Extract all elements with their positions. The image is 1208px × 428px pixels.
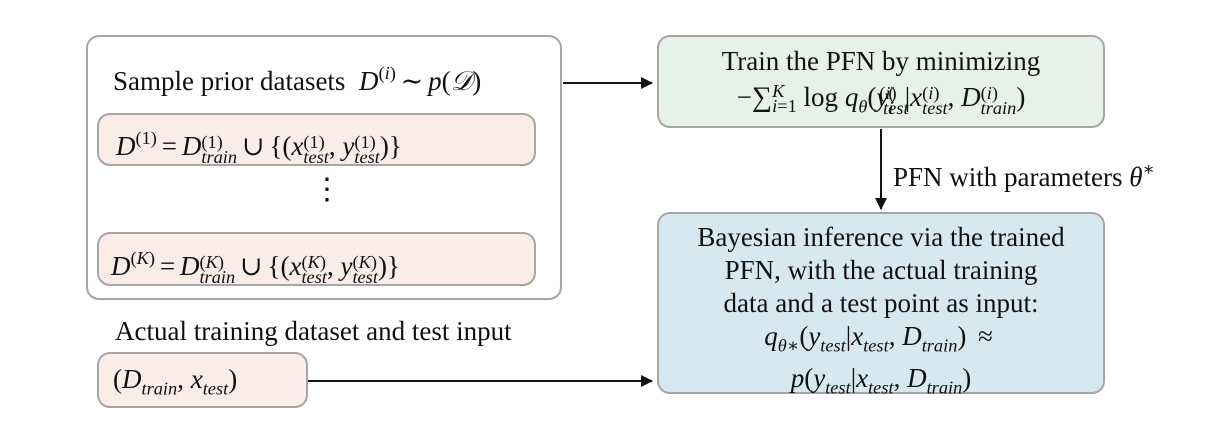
actual-data-label: Actual training dataset and test input: [115, 316, 512, 346]
inference-approx-rhs: p(ytest|xtest, Dtrain): [790, 363, 972, 398]
dataset-1-formula: D(1)=D(1)train∪{(x(1)test, y(1)test)}: [116, 128, 402, 167]
inference-line-3: data and a test point as input:: [723, 288, 1039, 318]
inference-line-2: PFN, with the actual training: [724, 255, 1038, 285]
train-pfn-title: Train the PFN by minimizing: [721, 46, 1041, 76]
dataset-K-formula: D(K)=D(K)train∪{(x(K)test, y(K)test)}: [111, 248, 400, 287]
dataset-ellipsis: ⋮: [312, 175, 342, 205]
actual-input-box: (Dtrain, xtest): [97, 352, 308, 408]
inference-line-1: Bayesian inference via the trained: [697, 222, 1065, 252]
edge-label-theta: θ∗: [1129, 159, 1155, 193]
prior-datasets-title-text: Sample prior datasets: [113, 66, 346, 97]
inference-approx-lhs: qθ∗(ytest|xtest, Dtrain) ≈: [764, 321, 993, 356]
train-pfn-objective: −∑Ki=1 log qθ(y(ixtest(i)test|x(i)test, …: [736, 81, 1026, 118]
dataset-box-K: D(K)=D(K)train∪{(x(K)test, y(K)test)}: [97, 232, 536, 286]
actual-input-formula: (Dtrain, xtest): [113, 364, 238, 399]
bayesian-inference-box: Bayesian inference via the trained PFN, …: [657, 212, 1105, 398]
prior-sampling-formula: D(i)∼p(𝒟): [352, 63, 482, 97]
prior-datasets-title: Sample prior datasets D(i)∼p(𝒟): [113, 57, 553, 98]
edge-label-text: PFN with parameters: [893, 162, 1123, 193]
dataset-box-1: D(1)=D(1)train∪{(x(1)test, y(1)test)}: [97, 113, 536, 166]
edge-label-parameters: PFN with parameters θ∗: [893, 153, 1193, 194]
